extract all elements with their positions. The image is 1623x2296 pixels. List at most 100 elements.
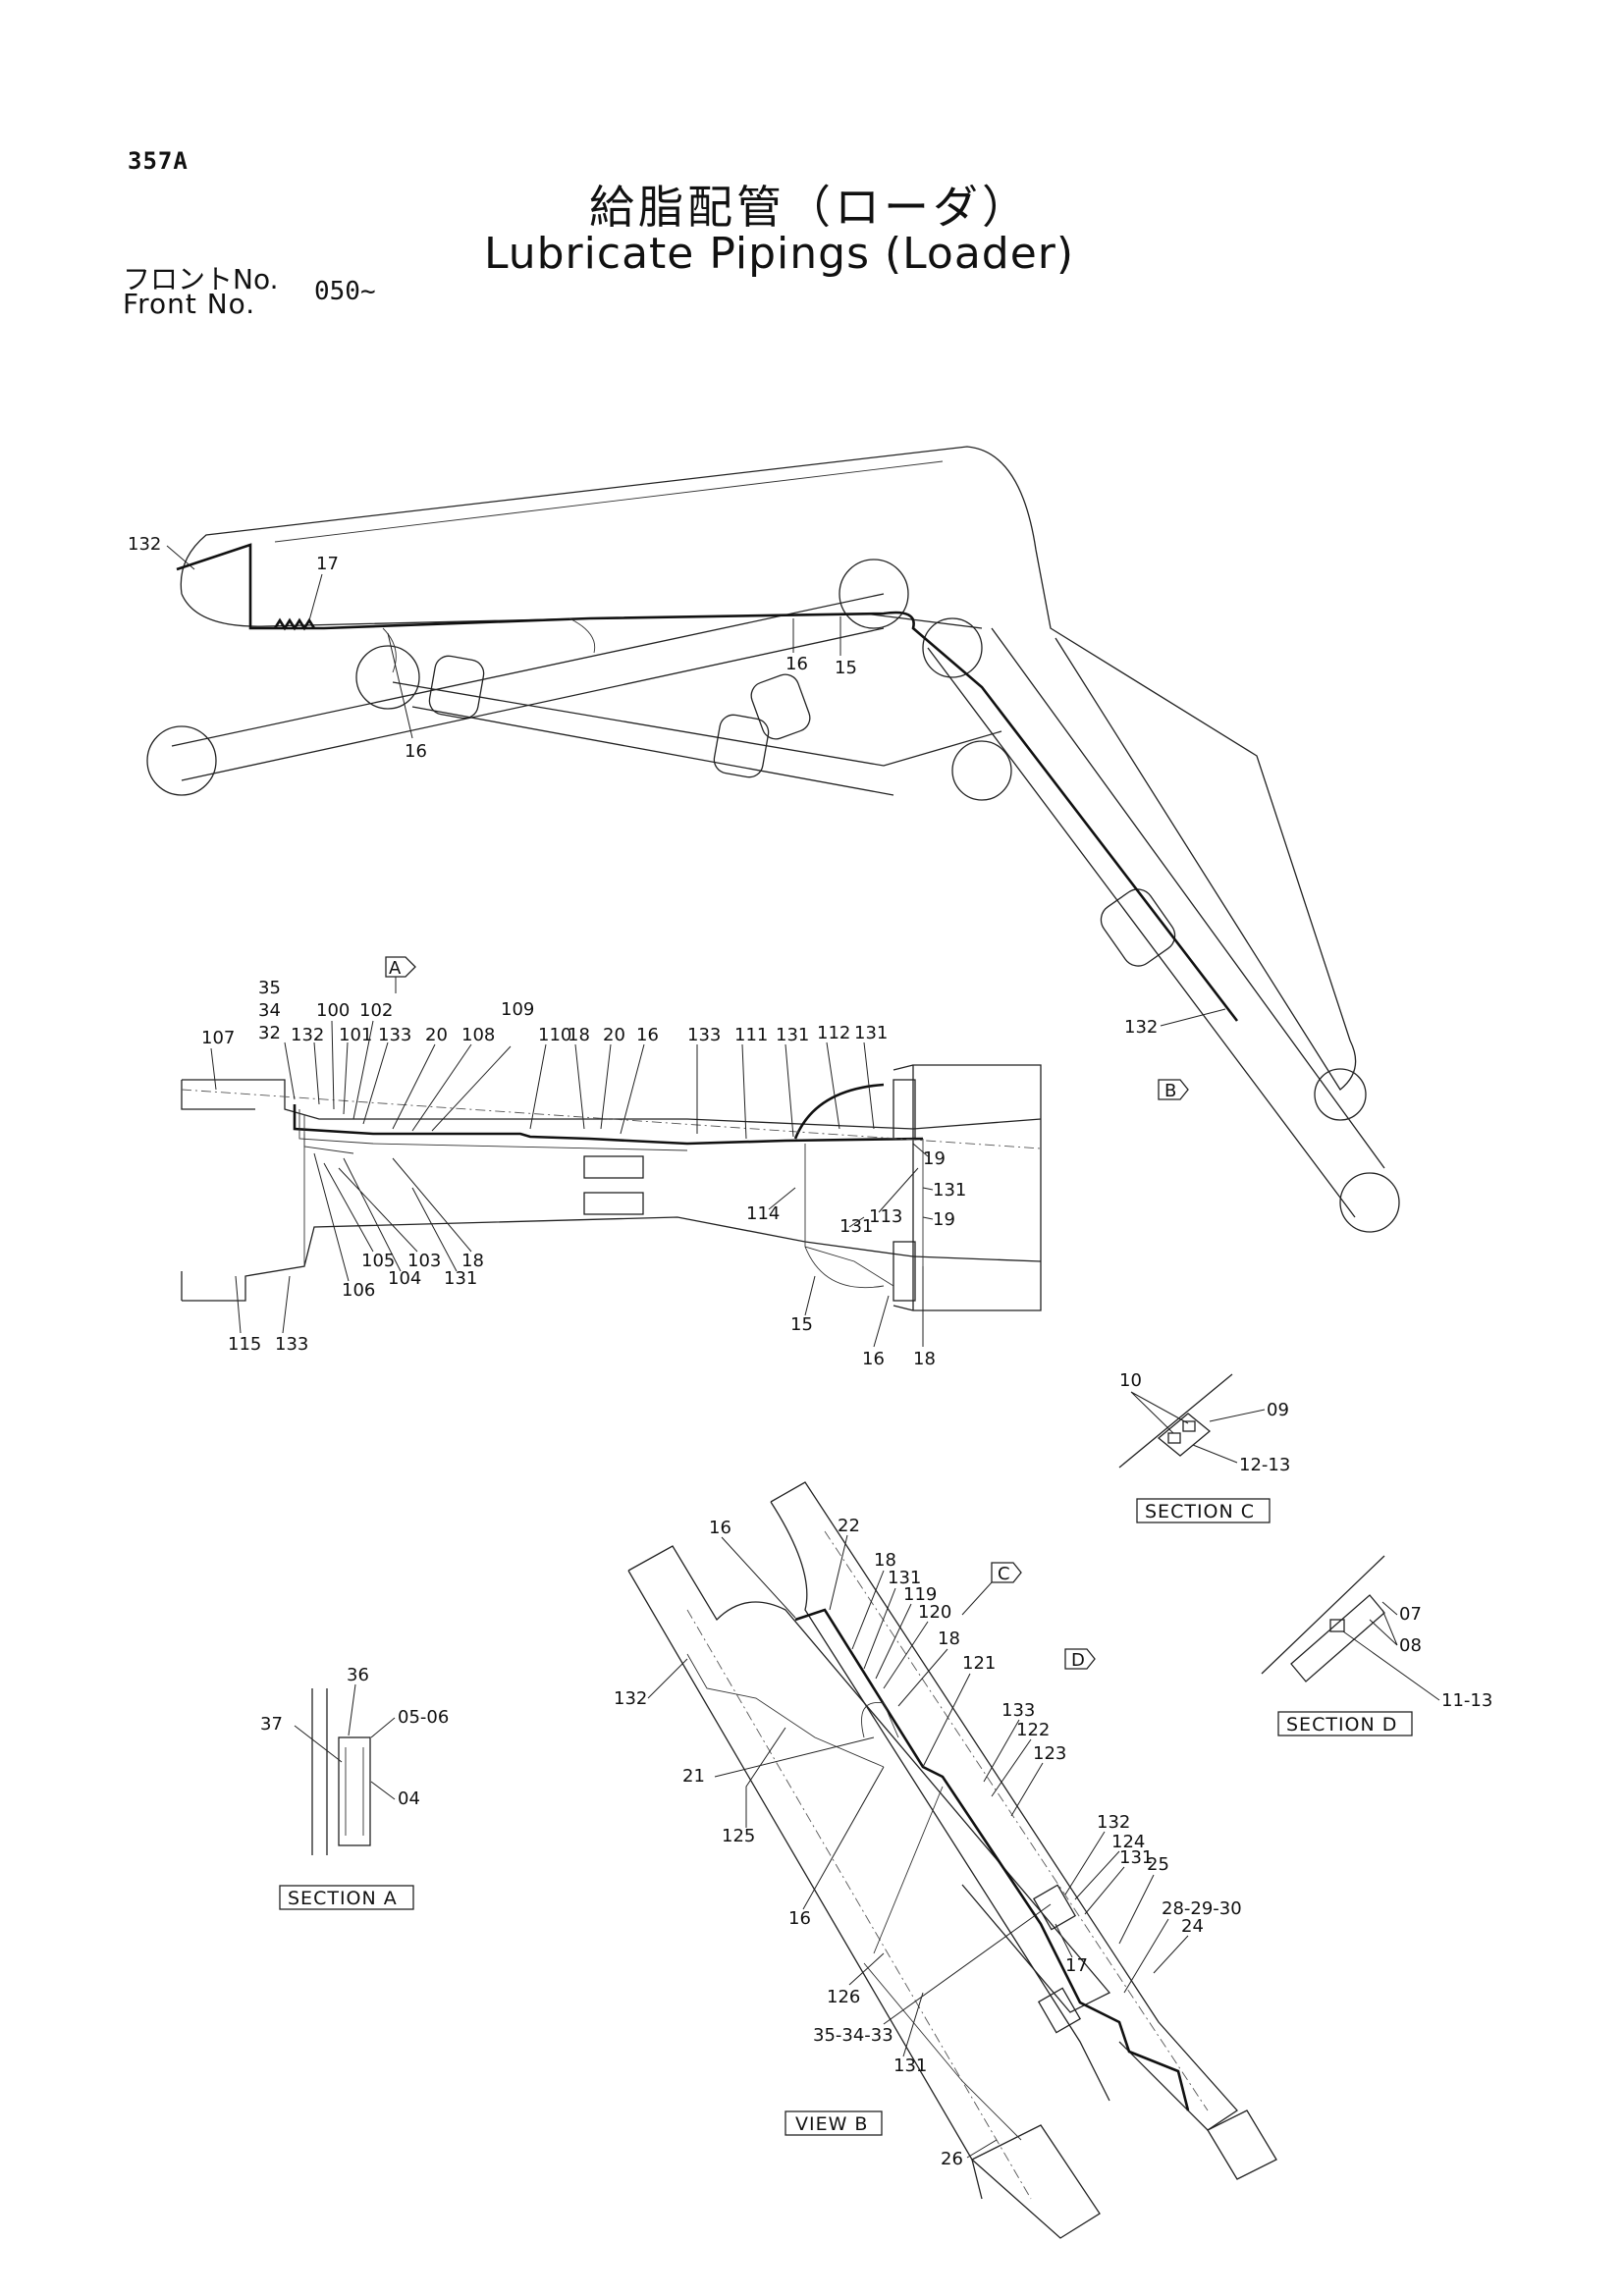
callout: 131 <box>854 1023 888 1043</box>
callout: 104 <box>388 1268 421 1289</box>
callout: 35-34-33 <box>813 2025 893 2046</box>
callout: 18 <box>461 1251 484 1271</box>
callout: 32 <box>258 1023 281 1043</box>
callout: 110 <box>538 1025 571 1045</box>
callout: 131 <box>776 1025 809 1045</box>
view-b-clamp <box>1037 1987 1082 2034</box>
pivot-pin-mid <box>355 645 420 710</box>
front-number-value: 050~ <box>314 277 376 306</box>
section-marker-c: C <box>998 1564 1010 1584</box>
plan-pipe-hose <box>793 1083 885 1140</box>
callout: 103 <box>407 1251 441 1271</box>
cylinder-collar-2 <box>713 714 770 778</box>
section-a-label-box <box>279 1885 414 1910</box>
view-b-pipe-main <box>794 1608 1190 2111</box>
callout: 24 <box>1181 1916 1204 1937</box>
callout: 124 <box>1111 1832 1145 1852</box>
plan-view-callouts: 35 34 32 107 100 102 132 101 133 20 108 … <box>201 978 966 1369</box>
callout: 18 <box>913 1349 936 1369</box>
plan-centerline <box>181 1089 1042 1149</box>
plan-view: A <box>181 956 1042 1311</box>
section-d-view: 07 08 11-13 SECTION D <box>1261 1555 1492 1736</box>
callout: 131 <box>888 1568 921 1588</box>
pivot-pin-upper <box>839 559 909 629</box>
section-c-fitting <box>1167 1432 1181 1444</box>
callout: 133 <box>1001 1700 1035 1721</box>
callout: 102 <box>359 1000 393 1021</box>
view-b-centerlines <box>686 1530 1209 2200</box>
section-d-label-box <box>1277 1711 1413 1736</box>
leader-line <box>308 573 323 621</box>
callout: 10 <box>1119 1370 1142 1391</box>
plan-pipe-bundle <box>293 1104 924 1146</box>
pivot-pin-bucket <box>1314 1068 1367 1121</box>
callout: 20 <box>603 1025 625 1045</box>
callout: 133 <box>275 1334 308 1355</box>
callout: 132 <box>1097 1812 1130 1833</box>
callout: 18 <box>938 1629 960 1649</box>
callout: 16 <box>862 1349 885 1369</box>
boom-outline <box>180 446 1357 1091</box>
callout: 07 <box>1399 1604 1422 1625</box>
section-d-leaders <box>1342 1601 1440 1701</box>
callout: 107 <box>201 1028 235 1048</box>
leader-line <box>166 545 195 570</box>
section-a-view: 36 37 05-06 04 SECTION A <box>260 1665 449 1910</box>
callout: 131 <box>839 1216 873 1237</box>
pivot-pin-boom <box>922 617 983 678</box>
callout: 21 <box>682 1766 705 1787</box>
callout: 131 <box>1119 1847 1153 1868</box>
callout: 25 <box>1147 1854 1169 1875</box>
plan-pipe-2 <box>298 1109 688 1154</box>
callout: 37 <box>260 1714 283 1735</box>
section-c-plate <box>1118 1373 1233 1468</box>
callout: 35 <box>258 978 281 998</box>
callout: 133 <box>687 1025 721 1045</box>
callout: 04 <box>398 1789 420 1809</box>
callout: 109 <box>501 999 534 1020</box>
callout: 105 <box>361 1251 395 1271</box>
section-d-label: SECTION D <box>1286 1714 1397 1735</box>
boom-cylinder <box>392 681 1002 796</box>
callout: 34 <box>258 1000 281 1021</box>
callout: 09 <box>1267 1400 1289 1420</box>
callout: 19 <box>933 1209 955 1230</box>
front-number-label-ja: フロントNo. <box>123 263 279 295</box>
callout: 18 <box>874 1550 896 1571</box>
section-d-fitting <box>1329 1619 1345 1632</box>
callout: 16 <box>405 741 427 762</box>
callout: 115 <box>228 1334 261 1355</box>
callout: 120 <box>918 1602 951 1623</box>
cylinder-collar-3 <box>750 673 811 740</box>
pivot-pin-tip <box>1339 1172 1400 1233</box>
callout: 26 <box>941 2149 963 2169</box>
callout: 106 <box>342 1280 375 1301</box>
plan-bracket-3 <box>583 1155 644 1179</box>
section-c-block <box>1157 1413 1212 1457</box>
plan-frame-upper <box>182 1079 1042 1130</box>
view-marker-b-frame <box>1158 1079 1189 1100</box>
plan-bracket-2 <box>893 1241 916 1302</box>
section-marker-c-frame <box>991 1562 1022 1583</box>
view-b-pipe-3 <box>863 1786 1022 2141</box>
page-code: 357A <box>128 147 189 175</box>
plan-bracket-1 <box>893 1079 916 1140</box>
section-a-block <box>338 1736 371 1846</box>
callout: 17 <box>1065 1955 1088 1976</box>
callout: 132 <box>1124 1017 1158 1038</box>
callout: 111 <box>734 1025 768 1045</box>
callout: 101 <box>339 1025 372 1045</box>
section-d-plate <box>1261 1555 1385 1675</box>
callout: 131 <box>933 1180 966 1201</box>
plan-leader-lines <box>210 1020 934 1348</box>
view-b-label-box <box>784 2110 883 2136</box>
main-side-view <box>146 446 1400 1233</box>
callout: 132 <box>128 534 161 555</box>
callout: 16 <box>709 1518 731 1538</box>
lube-pipe-branch <box>382 617 596 673</box>
plan-frame-lower <box>182 1216 1042 1302</box>
section-d-block <box>1290 1594 1385 1682</box>
callout: 22 <box>838 1516 860 1536</box>
callout: 114 <box>746 1203 780 1224</box>
